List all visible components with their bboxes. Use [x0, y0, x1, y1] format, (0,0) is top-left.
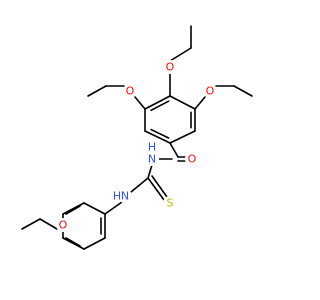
thiourea-s-bond — [147, 177, 165, 201]
ring-b-bond — [83, 202, 106, 215]
ring-b-bond — [83, 237, 106, 250]
atom-o-carbonyl-label: O — [188, 153, 197, 166]
atom-o-top-label: O — [166, 61, 175, 74]
atom-o-top: O — [163, 60, 177, 74]
thiourea-bond — [147, 164, 153, 179]
ring-a-bond — [169, 95, 196, 110]
ethoxy-left-bond — [87, 85, 107, 97]
ring-a-bond-inner — [150, 128, 170, 139]
aniline-bond — [104, 201, 123, 215]
ring-b-bond — [62, 202, 85, 215]
bond-lines — [21, 25, 253, 250]
atom-o-right: O — [203, 84, 217, 98]
atom-n-aniline-label: N — [121, 190, 129, 203]
atom-o-left: O — [123, 84, 137, 98]
ethoxy-left-bond — [134, 96, 146, 110]
atom-s-thio-label: S — [167, 197, 174, 210]
ethoxy-top-bond — [169, 47, 192, 62]
ring-a-bond — [169, 130, 196, 144]
atom-o-phenyl: O — [56, 218, 70, 232]
atom-labels: O O O O N H S N H O — [56, 60, 217, 232]
ring-a-bond — [144, 130, 171, 144]
atom-o-left-label: O — [126, 85, 135, 98]
ethoxy-right-bond — [233, 85, 253, 97]
molecule-structure: O O O O N H S N H O — [21, 25, 253, 250]
thiourea-s-double-bond — [151, 175, 168, 198]
ethoxy-right-bond — [194, 96, 206, 110]
ethoxy-phenyl-bond — [39, 218, 58, 230]
ring-a-bond — [144, 95, 171, 110]
atom-n-amide: N H — [145, 141, 159, 166]
ethoxy-phenyl-bond — [21, 218, 41, 230]
ring-b-bond — [62, 237, 85, 250]
atom-n-aniline: N H — [113, 189, 132, 203]
atom-o-carbonyl: O — [185, 152, 199, 166]
atom-h-aniline-label: H — [113, 190, 121, 203]
carbonyl-bond — [169, 142, 179, 158]
atom-o-right-label: O — [206, 85, 215, 98]
thiourea-n-bond — [130, 177, 149, 193]
ring-a-bond-inner — [150, 100, 170, 112]
atom-h-amide-label: H — [148, 141, 156, 154]
ring-b-inner-bond — [65, 205, 81, 215]
ring-b-inner-bond — [65, 237, 81, 247]
atom-n-amide-label: N — [148, 153, 156, 166]
atom-s-thio: S — [163, 196, 177, 210]
atom-o-phenyl-label: O — [59, 219, 68, 232]
